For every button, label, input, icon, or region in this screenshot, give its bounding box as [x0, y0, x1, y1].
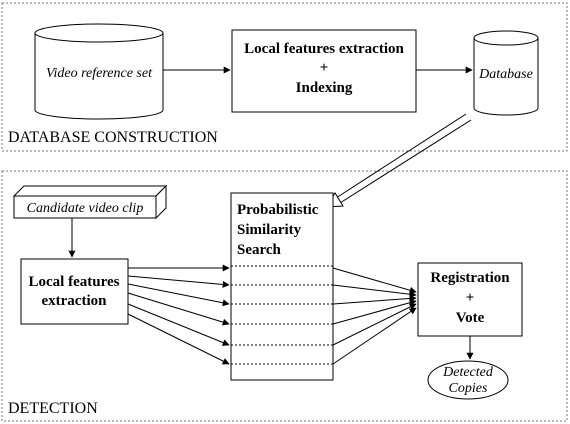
probabilistic-search-line3: Search [237, 242, 282, 258]
section-label-detection: DETECTION [8, 400, 98, 417]
local-features-extraction-box: Local features extraction [20, 258, 129, 325]
registration-vote-box: Registration + Vote [417, 262, 523, 337]
detected-copies-line1: Detected [442, 365, 494, 380]
probabilistic-search-line2: Similarity [237, 222, 302, 238]
arrows-extraction-to-search [127, 264, 230, 365]
registration-vote-line1: Registration [430, 270, 510, 286]
arrow-database-to-search [325, 113, 472, 208]
detection-frame [1, 170, 568, 422]
probabilistic-search-line1: Probabilistic [237, 202, 319, 218]
candidate-video-clip-box: Candidate video clip [12, 184, 168, 220]
detected-copies-line2: Copies [449, 381, 488, 396]
local-features-indexing-box: Local features extraction + Indexing [231, 29, 417, 113]
arrows-search-to-registration [332, 267, 417, 365]
probabilistic-similarity-search-box: Probabilistic Similarity Search [230, 192, 334, 381]
database-label: Database [478, 67, 533, 82]
registration-vote-line2: + [466, 290, 475, 306]
registration-vote-line3: Vote [456, 310, 485, 326]
local-features-extraction-line2: extraction [42, 293, 108, 309]
candidate-video-clip-label: Candidate video clip [27, 201, 144, 216]
detected-copies-ellipse: Detected Copies [427, 360, 509, 400]
local-features-indexing-line1: Local features extraction [244, 41, 404, 57]
section-label-database-construction: DATABASE CONSTRUCTION [8, 129, 218, 146]
video-reference-set-cylinder: Video reference set [34, 23, 164, 120]
local-features-indexing-line3: Indexing [296, 80, 353, 96]
local-features-extraction-line1: Local features [29, 274, 120, 290]
database-construction-frame [1, 2, 568, 152]
local-features-indexing-line2: + [320, 60, 329, 76]
video-reference-set-label: Video reference set [46, 66, 153, 81]
database-cylinder: Database [473, 30, 539, 116]
